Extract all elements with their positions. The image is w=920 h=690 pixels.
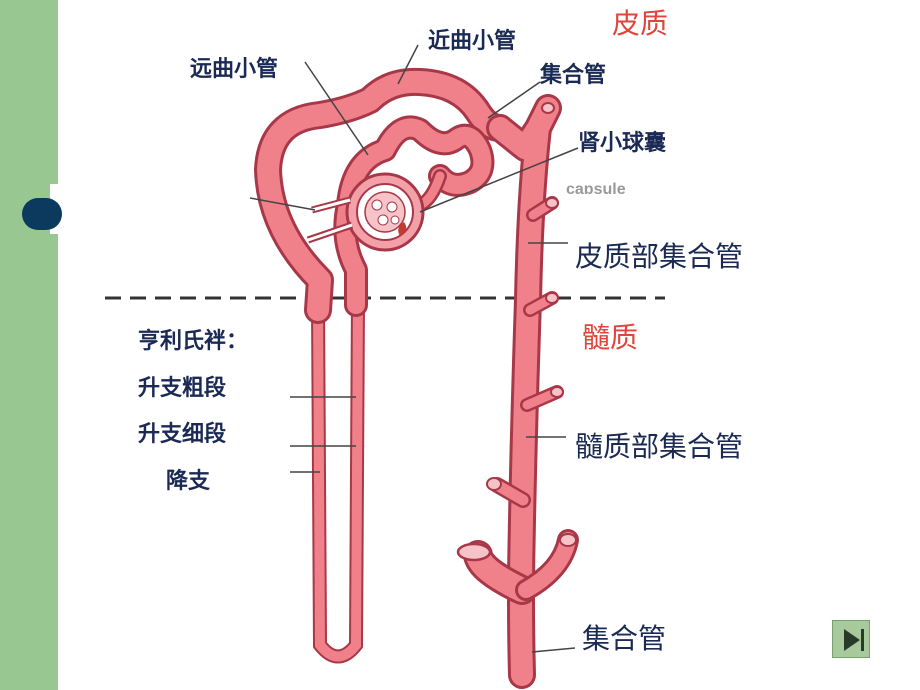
label-collecting-duct-bottom: 集合管 bbox=[582, 622, 667, 655]
next-slide-button[interactable] bbox=[832, 620, 870, 658]
label-thick-ascending: 升支粗段 bbox=[138, 375, 227, 401]
duct-opening bbox=[456, 542, 492, 562]
label-bowman-capsule: 肾小球囊 bbox=[578, 130, 667, 156]
bullet-marker bbox=[22, 198, 62, 230]
sidebar-band bbox=[0, 0, 58, 690]
label-descending: 降支 bbox=[166, 468, 211, 494]
leader-distal bbox=[304, 61, 369, 156]
glomerulus bbox=[364, 191, 406, 233]
label-medullary-collecting-duct: 髓质部集合管 bbox=[575, 430, 744, 463]
label-cortical-collecting-duct: 皮质部集合管 bbox=[575, 240, 744, 273]
label-capsule-en: capsule bbox=[566, 182, 626, 194]
leader-collecting-top bbox=[487, 81, 541, 119]
label-medulla: 髓质 bbox=[582, 321, 639, 354]
label-loop-of-henle: 亨利氏袢： bbox=[138, 328, 249, 354]
play-icon bbox=[844, 629, 864, 651]
leader-capsule bbox=[419, 147, 579, 213]
label-proximal-tubule: 近曲小管 bbox=[428, 28, 517, 54]
label-thin-ascending: 升支细段 bbox=[138, 421, 227, 447]
leader-proximal bbox=[397, 44, 419, 85]
leader-collecting-bottom bbox=[531, 647, 576, 653]
label-distal-tubule: 远曲小管 bbox=[190, 56, 279, 82]
label-collecting-duct-top: 集合管 bbox=[540, 62, 607, 88]
label-cortex: 皮质 bbox=[612, 7, 669, 40]
